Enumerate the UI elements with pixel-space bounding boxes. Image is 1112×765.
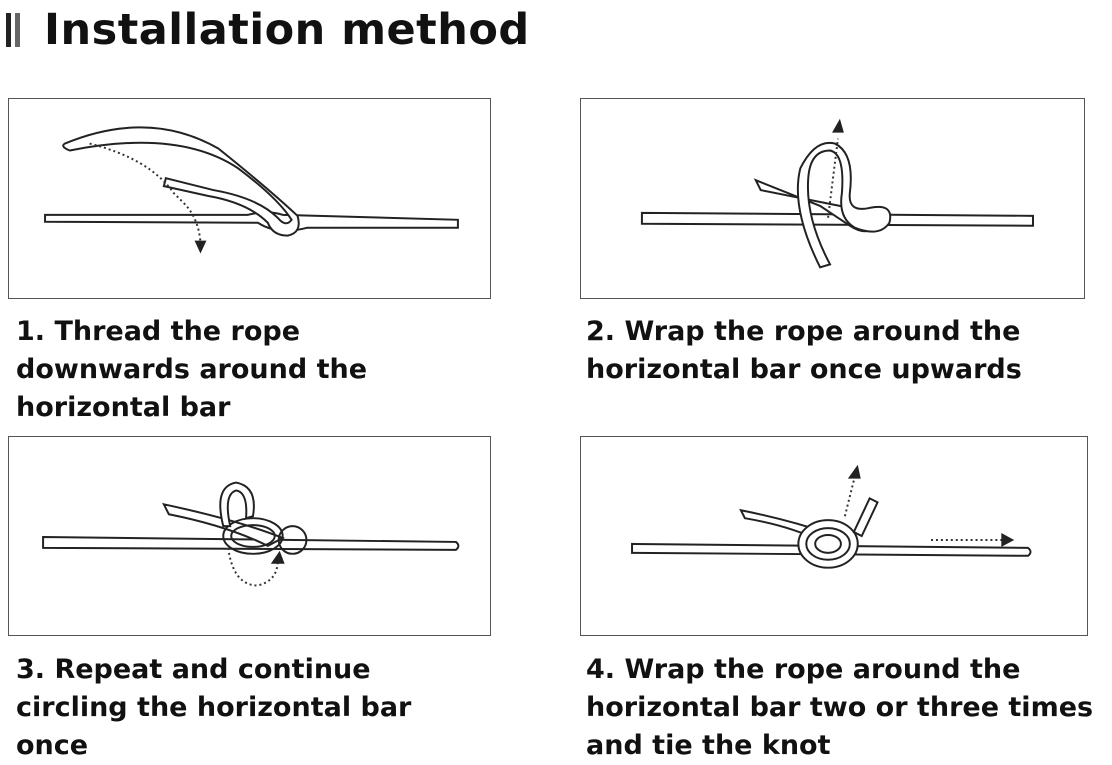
- caption-line: 1. Thread the rope: [16, 316, 301, 347]
- step-3-illustration: [8, 436, 491, 636]
- caption-line: once: [16, 730, 89, 761]
- caption-line: 4. Wrap the rope around the: [586, 654, 1021, 685]
- title-bars-icon: [6, 13, 20, 47]
- caption-line: circling the horizontal bar: [16, 692, 412, 723]
- step-1-caption: 1. Thread the rope downwards around the …: [16, 313, 367, 427]
- caption-line: and tie the knot: [586, 730, 831, 761]
- header: Installation method: [4, 4, 530, 56]
- step-2-caption: 2. Wrap the rope around the horizontal b…: [586, 313, 1022, 389]
- caption-line: 3. Repeat and continue: [16, 654, 371, 685]
- caption-line: horizontal bar: [16, 392, 231, 423]
- page-title: Installation method: [44, 5, 530, 55]
- step-4-caption: 4. Wrap the rope around the horizontal b…: [586, 651, 1093, 765]
- knot-step-3-drawing: [42, 481, 460, 587]
- knot-step-2-drawing: [640, 118, 1034, 269]
- step-3-caption: 3. Repeat and continue circling the hori…: [16, 651, 411, 765]
- caption-line: 2. Wrap the rope around the: [586, 316, 1021, 347]
- knot-step-1-drawing: [44, 126, 459, 254]
- caption-line: downwards around the: [16, 354, 368, 385]
- step-2-illustration: [580, 98, 1085, 299]
- caption-line: horizontal bar once upwards: [586, 354, 1022, 385]
- step-4-illustration: [580, 436, 1088, 636]
- knot-step-4-drawing: [631, 464, 1032, 569]
- step-1-illustration: [8, 98, 491, 299]
- caption-line: horizontal bar two or three times: [586, 692, 1094, 723]
